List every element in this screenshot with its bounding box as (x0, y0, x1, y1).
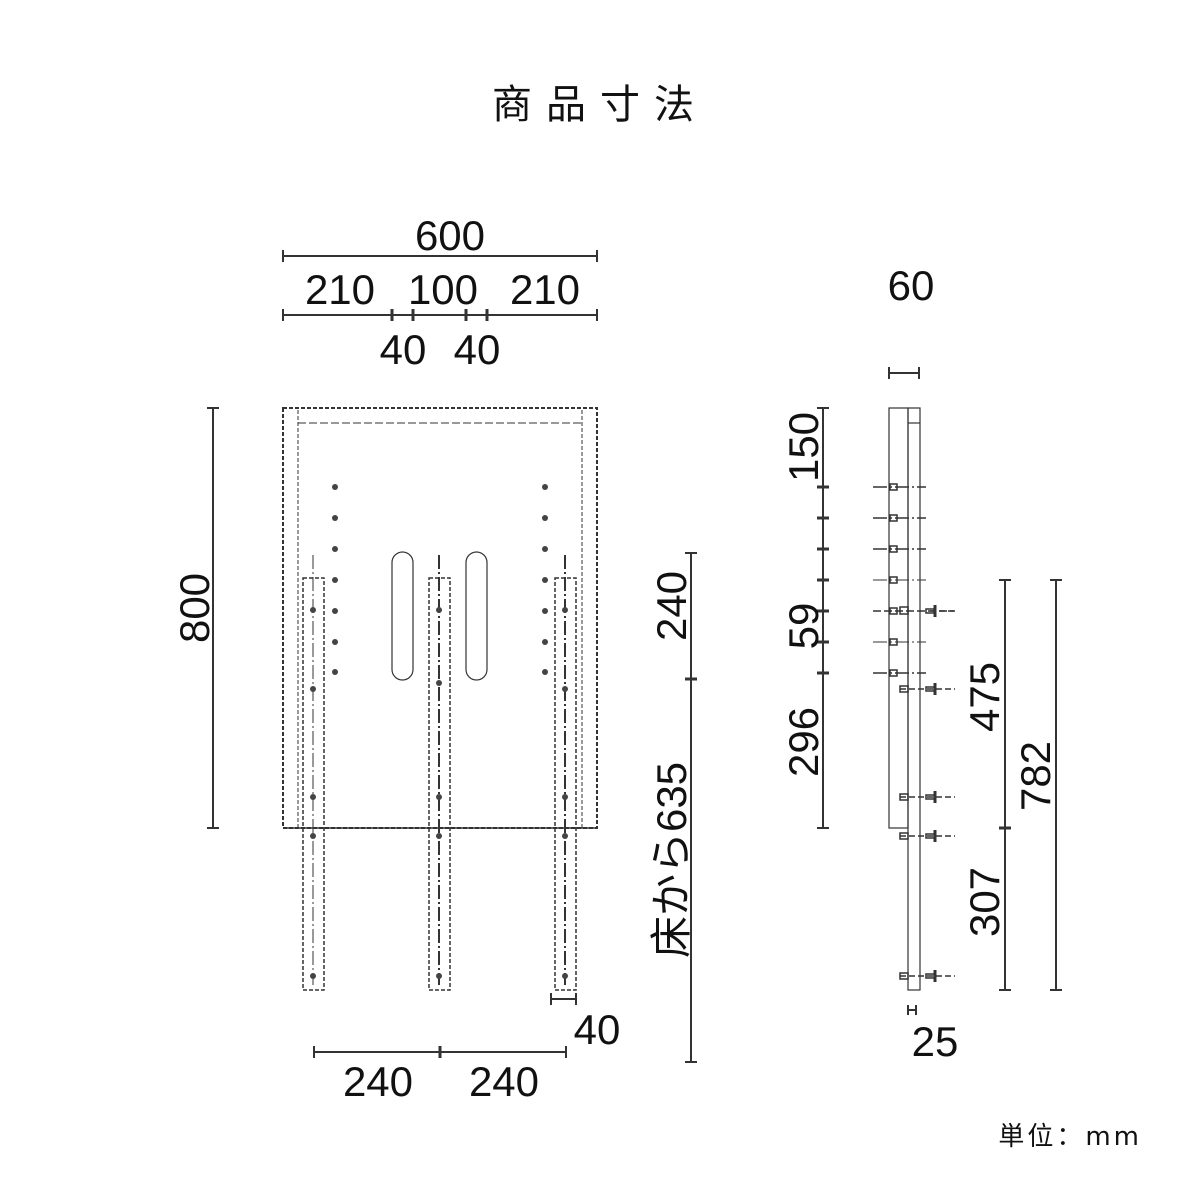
dim-mount-total: 782 (1012, 741, 1059, 811)
dim-upper-offset: 240 (648, 571, 695, 641)
screw-markers (899, 605, 955, 982)
dim-rail-gap-right: 40 (454, 326, 501, 373)
dim-width-left: 210 (305, 266, 375, 313)
dim-leg-spacing-left: 240 (343, 1058, 413, 1105)
dim-mount-lower: 307 (961, 867, 1008, 937)
dim-depth-total: 60 (888, 262, 935, 309)
front-panel (282, 407, 598, 991)
page-title: 商品寸法 (492, 82, 708, 128)
dim-rail-gap-left: 40 (380, 326, 427, 373)
side-profile (888, 407, 921, 991)
unit-label: 単位：mm (998, 1122, 1142, 1152)
dim-leg-spacing-right: 240 (469, 1058, 539, 1105)
dim-leg-width: 40 (574, 1006, 621, 1053)
dim-top-offset: 150 (780, 412, 827, 482)
dim-width-total: 600 (415, 212, 485, 259)
dim-leg-depth: 25 (912, 1018, 959, 1065)
dim-height-total: 800 (171, 573, 218, 643)
dim-width-right: 210 (510, 266, 580, 313)
dim-width-center: 100 (408, 266, 478, 313)
hook-markers (873, 483, 955, 677)
dim-floor-height: 床から635 (648, 762, 695, 958)
dim-mount-upper: 475 (961, 662, 1008, 732)
dim-hole-pitch: 59 (780, 603, 827, 650)
dim-lower-panel: 296 (780, 707, 827, 777)
